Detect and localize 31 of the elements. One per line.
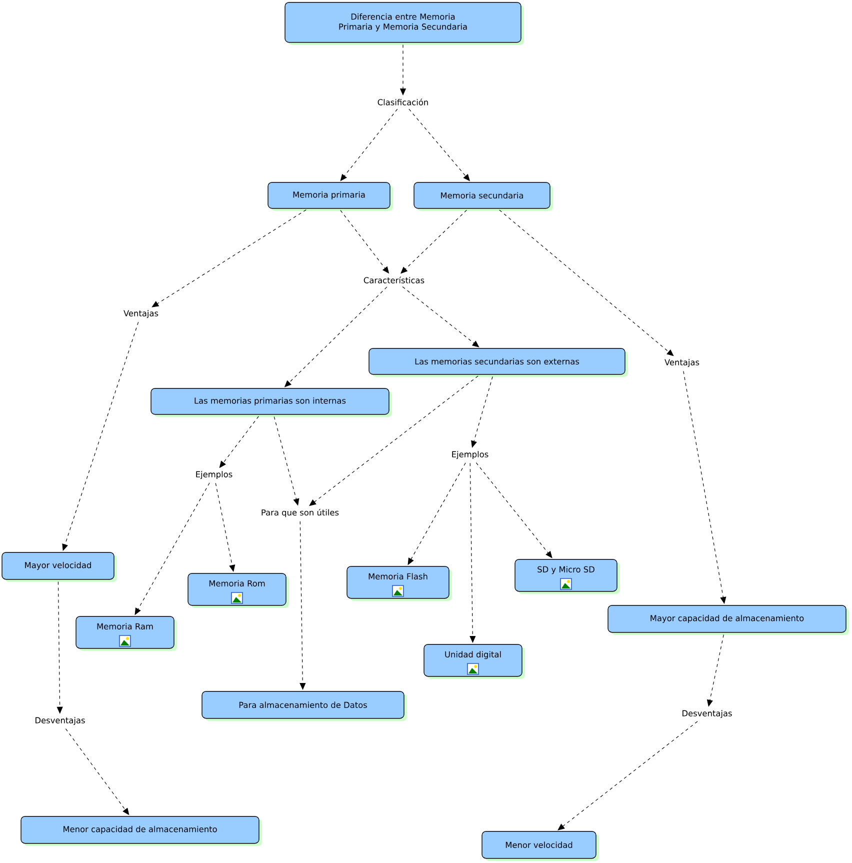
linking-phrase: Ventajas xyxy=(124,310,158,318)
concept-box: Memoria Ram xyxy=(76,616,177,651)
linking-phrase: Ejemplos xyxy=(452,451,488,459)
linking-phrase: Ejemplos xyxy=(196,471,232,479)
concept-box: Menor capacidad de almacenamiento xyxy=(20,816,262,846)
concept-box: Memoria Rom xyxy=(188,573,289,608)
concept-box: Mayor capacidad de almacenamiento xyxy=(608,605,849,635)
concept-box: Memoria secundaria xyxy=(414,182,553,211)
concept-box: Diferencia entre Memoria Primaria y Memoria Secundaria xyxy=(284,2,524,45)
concept-box: Mayor velocidad xyxy=(2,552,117,582)
linking-phrase: Desventajas xyxy=(682,710,732,718)
concept-box: Unidad digital xyxy=(424,644,525,679)
linking-phrase: Características xyxy=(364,276,424,284)
concept-box: Para almacenamiento de Datos xyxy=(202,691,407,721)
concept-box: Memoria primaria xyxy=(268,182,393,211)
arrow xyxy=(470,462,476,643)
arrow xyxy=(402,286,480,348)
arrow xyxy=(215,482,236,572)
linking-phrase: Clasificación xyxy=(378,98,428,106)
concept-box: Las memorias primarias son internas xyxy=(150,388,392,417)
linking-phrase: Ventajas xyxy=(664,359,700,367)
concept-box: Memoria Flash xyxy=(346,566,452,601)
arrow xyxy=(558,721,698,830)
concept-box: Menor velocidad xyxy=(482,831,599,861)
linking-phrase: Para que son útiles xyxy=(262,508,339,518)
arrow xyxy=(683,370,726,604)
concept-box: SD y Micro SD xyxy=(514,559,620,594)
concept-box: Las memorias secundarias son externas xyxy=(368,348,628,377)
arrow xyxy=(152,209,306,308)
arrow xyxy=(300,521,306,690)
linking-phrase: Desventajas xyxy=(36,717,85,725)
